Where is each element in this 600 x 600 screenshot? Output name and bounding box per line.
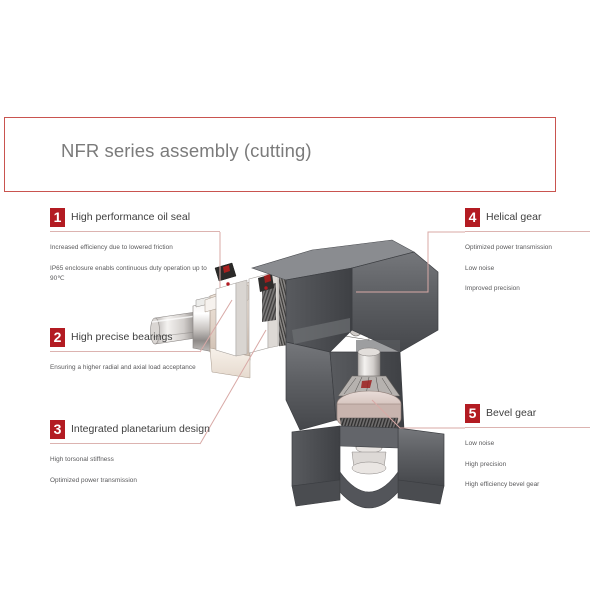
callout-1-title: High performance oil seal <box>71 211 191 223</box>
callout-4-rule <box>465 231 590 232</box>
callout-2: 2 High precise bearings Ensuring a highe… <box>50 328 200 374</box>
callout-3-rule <box>50 443 200 444</box>
callout-5: 5 Bevel gear Low noise High precision Hi… <box>465 404 595 491</box>
callout-4-title: Helical gear <box>486 211 542 223</box>
callout-1-badge: 1 <box>50 208 65 227</box>
callout-1-bullet-1: Increased efficiency due to lowered fric… <box>50 244 173 251</box>
callout-3-head: 3 Integrated planetarium design <box>50 420 210 439</box>
callout-2-title: High precise bearings <box>71 331 173 343</box>
callout-3: 3 Integrated planetarium design High tor… <box>50 420 210 486</box>
callout-1-rule <box>50 231 220 232</box>
callout-4-badge: 4 <box>465 208 480 227</box>
callout-4-bullet-3: Improved precision <box>465 285 520 292</box>
callout-5-bullet-1: Low noise <box>465 440 495 447</box>
output-shaft <box>150 311 197 345</box>
callout-5-title: Bevel gear <box>486 407 537 419</box>
callout-3-bullet-2: Optimized power transmission <box>50 476 137 484</box>
mounting-feet <box>291 425 445 509</box>
callout-5-bullet-2: High precision <box>465 460 507 468</box>
callout-2-badge: 2 <box>50 328 65 347</box>
callout-5-head: 5 Bevel gear <box>465 404 595 423</box>
callout-3-bullets: High torsonal stiffness Optimized power … <box>50 455 200 486</box>
callout-5-rule <box>465 427 590 428</box>
callout-4-bullets: Optimized power transmission Low noise I… <box>465 243 595 295</box>
callout-3-bullet-1: High torsonal stiffness <box>50 456 114 463</box>
page-title: NFR series assembly (cutting) <box>61 140 312 161</box>
callout-2-bullet-1: Ensuring a higher radial and axial load … <box>50 364 196 371</box>
callout-1-head: 1 High performance oil seal <box>50 208 220 227</box>
callout-3-title: Integrated planetarium design <box>71 423 210 435</box>
callout-5-bullets: Low noise High precision High efficiency… <box>465 439 595 491</box>
callout-4-bullet-1: Optimized power transmission <box>465 244 552 251</box>
title-card: NFR series assembly (cutting) <box>4 117 556 192</box>
callout-2-rule <box>50 351 200 352</box>
callout-1: 1 High performance oil seal Increased ef… <box>50 208 220 285</box>
callout-2-head: 2 High precise bearings <box>50 328 200 347</box>
callout-5-bullet-3: High efficiency bevel gear <box>465 481 540 488</box>
callout-1-bullet-2: IP65 enclosure enabls continuous duty op… <box>50 264 207 283</box>
callout-4: 4 Helical gear Optimized power transmiss… <box>465 208 595 295</box>
callout-2-bullets: Ensuring a higher radial and axial load … <box>50 363 200 374</box>
callout-4-head: 4 Helical gear <box>465 208 595 227</box>
callout-3-badge: 3 <box>50 420 65 439</box>
callout-5-badge: 5 <box>465 404 480 423</box>
callout-4-bullet-2: Low noise <box>465 264 495 272</box>
callout-1-bullets: Increased efficiency due to lowered fric… <box>50 243 220 285</box>
